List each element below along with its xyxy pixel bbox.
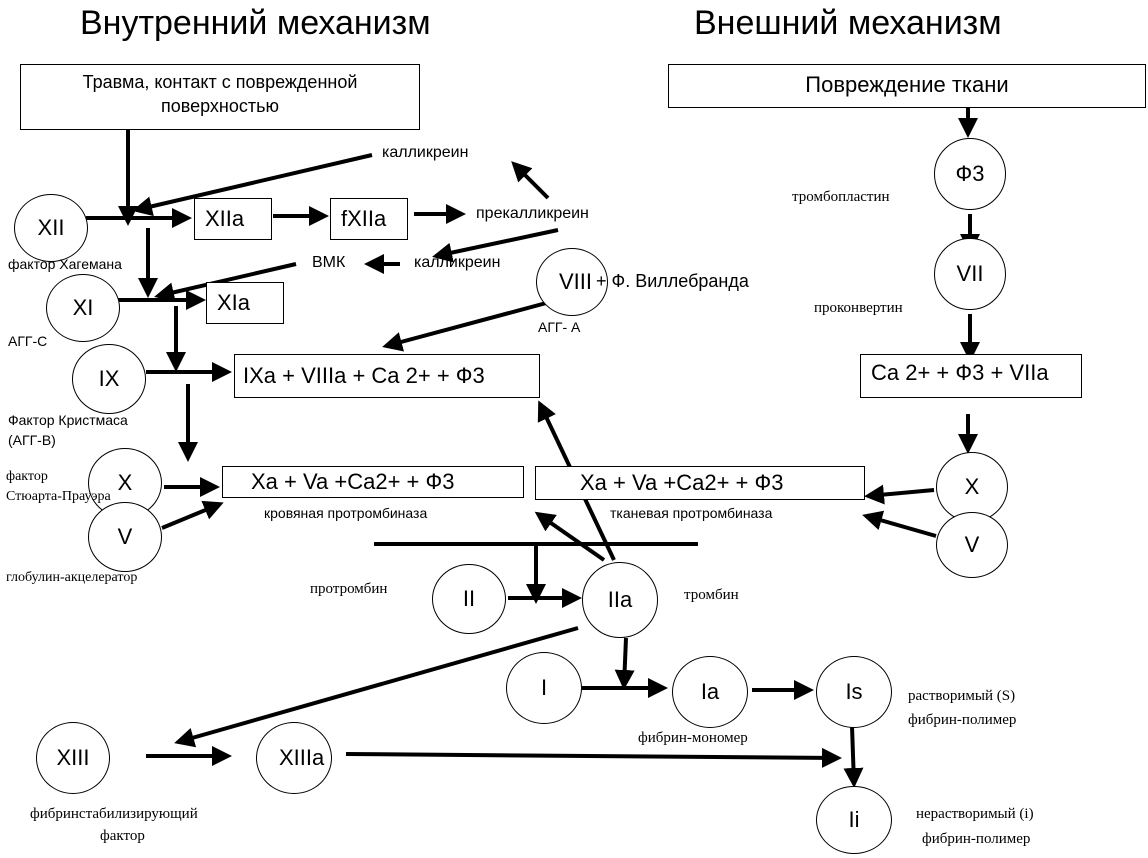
circle-f3: Ф3 bbox=[934, 138, 1006, 210]
label-soluble-1: растворимый (S) bbox=[908, 688, 1016, 704]
circle-v-left: V bbox=[88, 502, 162, 572]
label-globulin: глобулин-акцелератор bbox=[6, 570, 138, 585]
label-soluble-2: фибрин-полимер bbox=[908, 712, 1017, 728]
label-stuart-1: фактор bbox=[6, 469, 48, 484]
label-prothrombin: протромбин bbox=[310, 581, 388, 597]
title-intrinsic: Внутренний механизм bbox=[80, 4, 431, 42]
circle-xiiia: XIIIa bbox=[256, 722, 332, 794]
arrow-is-ii bbox=[843, 725, 864, 788]
label-blood-prothrombinase: кровяная протромбиназа bbox=[264, 505, 428, 521]
label-proconvertin: проконвертин bbox=[814, 300, 903, 316]
label-tissue-prothrombinase: тканевая протромбиназа bbox=[610, 505, 773, 521]
circle-ii-insoluble: Ii bbox=[816, 786, 892, 854]
box-ixa-complex: IXa + VIIIa + Ca 2+ + Ф3 bbox=[234, 354, 540, 398]
label-insoluble-2: фибрин-полимер bbox=[922, 831, 1031, 847]
arrow-viii-ixa bbox=[382, 300, 551, 352]
arrow-vright-xa bbox=[862, 510, 937, 538]
box-fxiia: fXIIa bbox=[330, 198, 408, 240]
arrow-prekallikrein-down bbox=[432, 228, 559, 263]
box-xia: XIa bbox=[206, 282, 284, 324]
arrow-v-xa bbox=[161, 500, 224, 530]
circle-ia: Ia bbox=[672, 656, 748, 728]
label-agg-c: АГГ-С bbox=[8, 333, 48, 349]
label-stabilizing-2: фактор bbox=[100, 828, 145, 844]
arrow-vmk-to-xi bbox=[154, 262, 297, 303]
label-thromboplastin: тромбопластин bbox=[792, 189, 890, 205]
circle-xi: XI bbox=[46, 274, 120, 342]
label-vmk: ВМК bbox=[312, 254, 346, 271]
label-insoluble-1: нерастворимый (i) bbox=[916, 806, 1034, 822]
label-agg-a: АГГ- А bbox=[538, 319, 581, 335]
arrow-prekallikrein-up bbox=[511, 161, 550, 200]
arrow-xright-xa bbox=[864, 484, 935, 505]
circle-vii: VII bbox=[934, 238, 1006, 310]
label-hageman: фактор Хагемана bbox=[8, 256, 122, 272]
label-kallikrein-top: калликреин bbox=[382, 144, 469, 161]
circle-is: Is bbox=[816, 656, 892, 728]
label-willebrand: + Ф. Виллебранда bbox=[596, 271, 749, 291]
circle-xii: XII bbox=[14, 194, 88, 262]
arrow-iia-xa bbox=[534, 511, 606, 562]
label-stuart-2: Стюарта-Прауэра bbox=[6, 489, 111, 504]
label-prekallikrein: прекалликреин bbox=[476, 205, 589, 222]
circle-xiii: XIII bbox=[36, 722, 110, 794]
label-fibrin-monomer: фибрин-мономер bbox=[638, 730, 748, 746]
box-trauma: Травма, контакт с поврежденной поверхнос… bbox=[20, 64, 420, 130]
label-kallikrein-mid: калликреин bbox=[414, 254, 501, 271]
arrow-xiiia-ii bbox=[345, 747, 842, 768]
box-ca-complex: Ca 2+ + Ф3 + VIIa bbox=[860, 354, 1082, 398]
arrow-kallikrein-to-xii bbox=[132, 153, 373, 217]
label-christmas-2: (АГГ-В) bbox=[8, 432, 56, 448]
box-tissue-damage: Повреждение ткани bbox=[668, 64, 1146, 108]
box-xa-blood: Xa + Va +Ca2+ + Ф3 bbox=[222, 466, 524, 498]
circle-v-right: V bbox=[936, 512, 1008, 578]
box-xa-tissue: Xa + Va +Ca2+ + Ф3 bbox=[535, 466, 865, 500]
label-thrombin: тромбин bbox=[684, 587, 739, 603]
label-stabilizing-1: фибринстабилизирующий bbox=[30, 806, 198, 822]
arrow-iia-xiii bbox=[174, 626, 579, 748]
circle-viii: VIII bbox=[536, 248, 608, 316]
circle-i: I bbox=[506, 652, 582, 724]
arrow-iia-down bbox=[614, 637, 635, 690]
title-extrinsic: Внешний механизм bbox=[694, 4, 1002, 42]
box-xiia: XIIa bbox=[194, 198, 272, 240]
circle-iia: IIa bbox=[582, 562, 658, 638]
circle-ix: IX bbox=[72, 344, 146, 414]
circle-ii: II bbox=[432, 564, 506, 634]
label-christmas-1: Фактор Кристмаса bbox=[8, 412, 128, 428]
